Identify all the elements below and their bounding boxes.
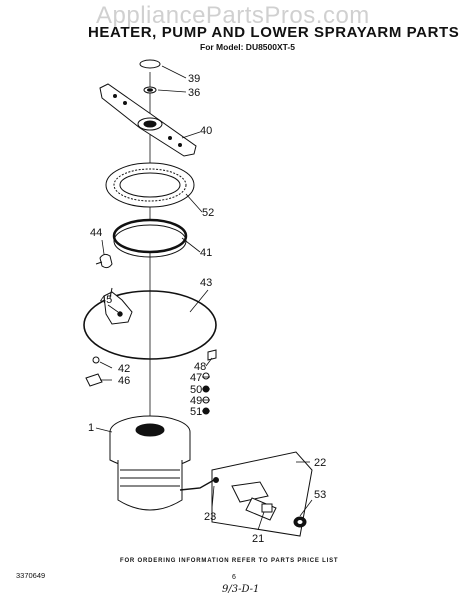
callout-49: 49 <box>190 395 202 407</box>
part-1-pump-motor-assembly <box>109 415 215 511</box>
callout-46: 46 <box>118 375 130 387</box>
handwritten-note: 9/3-D-1 <box>222 584 260 595</box>
part-46-clip <box>85 373 103 387</box>
callout-42: 42 <box>118 363 130 375</box>
part-23-fitting <box>213 477 219 483</box>
callout-39: 39 <box>188 73 200 85</box>
part-40-spray-arm <box>99 83 197 157</box>
callout-47: 47 <box>190 372 202 384</box>
callout-41: 41 <box>200 247 212 259</box>
part-22-heater-terminal <box>211 451 313 537</box>
part-44-clip <box>95 253 113 269</box>
callout-48: 48 <box>194 361 206 373</box>
callout-52: 52 <box>202 207 214 219</box>
part-48-clip <box>207 349 217 361</box>
callout-1: 1 <box>88 422 94 434</box>
callout-21: 21 <box>252 533 264 545</box>
part-52-filter-ring <box>105 162 195 208</box>
part-43-ring-seal <box>83 290 217 360</box>
document-number: 3370649 <box>16 571 46 580</box>
parts-47-50-49-51-fasteners <box>202 372 210 415</box>
callout-43: 43 <box>200 277 212 289</box>
callout-50: 50 <box>190 384 202 396</box>
callout-leader-lines <box>95 65 313 531</box>
part-45-bracket <box>103 287 133 325</box>
callout-36: 36 <box>188 87 200 99</box>
part-39-cap <box>139 59 161 69</box>
callout-53: 53 <box>314 489 326 501</box>
part-42-screw <box>92 356 100 364</box>
part-53-knob <box>293 516 307 528</box>
callout-labels: 39 36 40 52 44 41 43 45 48 47 42 46 50 4… <box>88 73 326 545</box>
callout-22: 22 <box>314 457 326 469</box>
callout-45: 45 <box>100 294 112 306</box>
callout-44: 44 <box>90 227 102 239</box>
watermark: AppliancePartsPros.com <box>96 2 370 29</box>
part-36-nut <box>143 86 157 94</box>
callout-40: 40 <box>200 125 212 137</box>
callout-23: 23 <box>204 511 216 523</box>
part-41-gasket-ring <box>112 218 188 258</box>
page-title: HEATER, PUMP AND LOWER SPRAYARM PARTS <box>88 24 460 41</box>
model-subtitle: For Model: DU8500XT-5 <box>200 42 295 52</box>
ordering-note: FOR ORDERING INFORMATION REFER TO PARTS … <box>120 558 339 564</box>
callout-51: 51 <box>190 406 202 418</box>
page-number: 6 <box>232 574 236 581</box>
